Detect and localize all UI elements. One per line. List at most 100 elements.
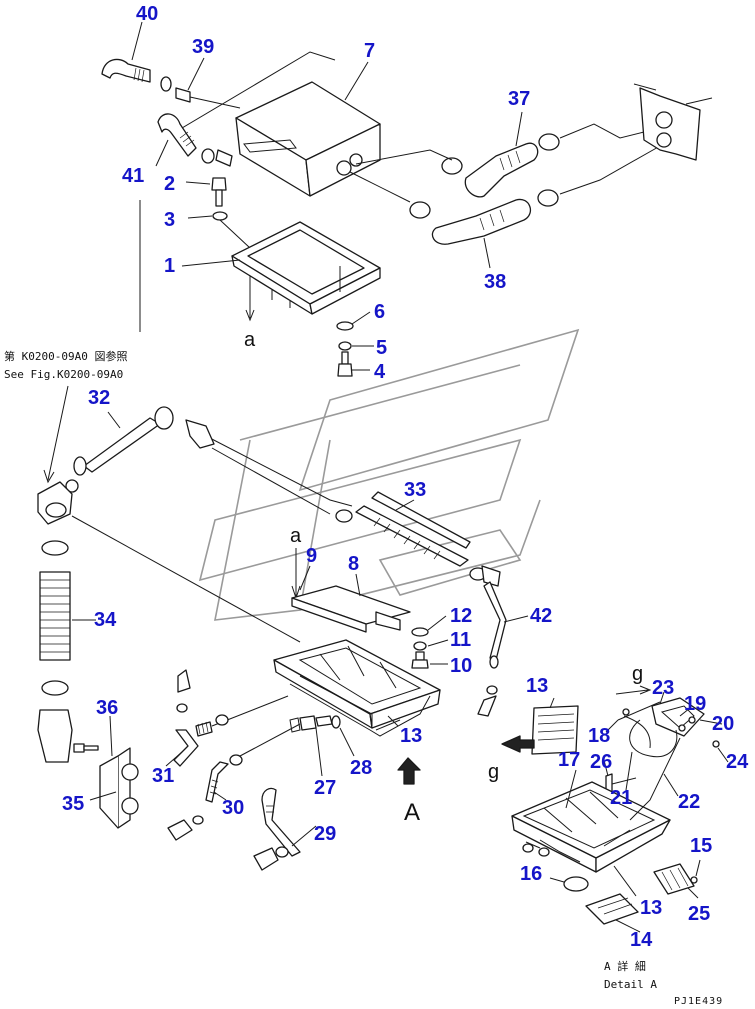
leader-13a <box>387 715 399 727</box>
leader-37 <box>515 111 523 147</box>
washer-11 <box>413 641 427 651</box>
pipe-31 <box>173 721 213 767</box>
pipe-line-38 <box>349 171 411 203</box>
callout-3: 3 <box>164 209 175 231</box>
callout-40: 40 <box>136 3 158 25</box>
pipe-32 <box>73 406 174 476</box>
wire-21 <box>629 719 678 758</box>
leader-7 <box>344 61 369 101</box>
leader-6 <box>351 311 371 325</box>
detail-note-en: Detail A <box>604 978 657 991</box>
plate-25-hatch <box>661 867 689 891</box>
leader-40 <box>131 21 143 61</box>
bolt-2 <box>211 177 227 207</box>
plate-14 <box>585 893 639 925</box>
washer-12 <box>411 627 429 637</box>
callout-7: 7 <box>364 40 375 62</box>
leader-21 <box>625 751 633 791</box>
washer-3 <box>212 211 228 221</box>
detail-note-ja: A 詳 細 <box>604 959 646 973</box>
hose-37 <box>464 142 539 198</box>
clamp-37b <box>538 133 560 151</box>
leader-38 <box>483 237 491 269</box>
callout-22: 22 <box>678 791 700 813</box>
callout-37: 37 <box>508 88 530 110</box>
callout-41: 41 <box>122 165 144 187</box>
leader-14 <box>615 919 641 933</box>
leader-23 <box>659 691 665 705</box>
pipe-29-line <box>289 717 301 733</box>
pan-13-main <box>273 639 441 737</box>
callout-35: 35 <box>62 793 84 815</box>
leader-26b <box>603 759 609 777</box>
callout-33: 33 <box>404 479 426 501</box>
clamp-33a <box>335 509 353 523</box>
callout-16: 16 <box>520 863 542 885</box>
bolt-36 <box>73 743 99 753</box>
cap-30 <box>167 819 193 841</box>
clamp-42 <box>486 685 498 695</box>
leader-41 <box>155 139 169 167</box>
ref-arrow <box>43 385 69 484</box>
leader-11 <box>427 639 449 647</box>
leader-33 <box>395 499 415 511</box>
callout-13-c: 13 <box>640 897 662 919</box>
callout-30: 30 <box>222 797 244 819</box>
callout-29: 29 <box>314 823 336 845</box>
arrow-a-top <box>245 298 255 322</box>
leader-19 <box>679 707 691 717</box>
leader-39 <box>187 57 205 91</box>
pipe-30 <box>205 761 229 803</box>
view-letter-g-left: g <box>488 761 499 783</box>
screw-24 <box>712 740 720 748</box>
washer-6 <box>336 321 354 331</box>
callout-19: 19 <box>684 693 706 715</box>
callout-2: 2 <box>164 173 175 195</box>
clamp-38a <box>409 201 431 219</box>
leader-17 <box>565 769 577 809</box>
pipe-line-r1 <box>559 123 661 139</box>
callout-6: 6 <box>374 301 385 323</box>
hose-40 <box>101 58 151 83</box>
cap-16 <box>563 876 589 892</box>
radiator-bracket <box>633 83 713 161</box>
callout-5: 5 <box>376 337 387 359</box>
callout-23: 23 <box>652 677 674 699</box>
callout-14: 14 <box>630 929 653 951</box>
callout-32: 32 <box>88 387 110 409</box>
leader-20 <box>699 719 723 725</box>
callout-11: 11 <box>450 629 471 651</box>
bolt-4 <box>337 351 353 377</box>
pipe-line-r2 <box>559 145 661 195</box>
pipe-32-line <box>205 435 353 507</box>
line-head-to-pan <box>71 515 301 643</box>
leader-9 <box>299 565 311 591</box>
callout-10: 10 <box>450 655 472 677</box>
clamp-32a <box>65 479 79 493</box>
leader-36 <box>109 715 113 757</box>
leader-8 <box>355 573 361 597</box>
callout-20: 20 <box>712 713 734 735</box>
bracket-8 <box>291 585 411 633</box>
pipe-29 <box>261 787 301 857</box>
callout-28: 28 <box>350 757 372 779</box>
plate-25 <box>653 863 695 895</box>
cleaner-head <box>37 481 73 525</box>
pipe-33 <box>355 505 469 567</box>
callout-38: 38 <box>484 271 506 293</box>
leader-13c <box>613 865 637 897</box>
callout-21: 21 <box>610 787 632 809</box>
callout-27: 27 <box>314 777 336 799</box>
callout-25: 25 <box>688 903 710 925</box>
hose-34 <box>39 571 71 661</box>
callout-18: 18 <box>588 725 610 747</box>
leader-32 <box>107 411 121 429</box>
callout-42: 42 <box>530 605 552 627</box>
clamp-34b <box>41 680 69 696</box>
leader-3b <box>187 215 213 219</box>
view-letter-a-mid: a <box>290 525 302 547</box>
clamp-38b <box>537 189 559 207</box>
leader-24 <box>717 747 729 763</box>
rod-18 <box>617 701 661 749</box>
clamp-31 <box>176 703 188 713</box>
